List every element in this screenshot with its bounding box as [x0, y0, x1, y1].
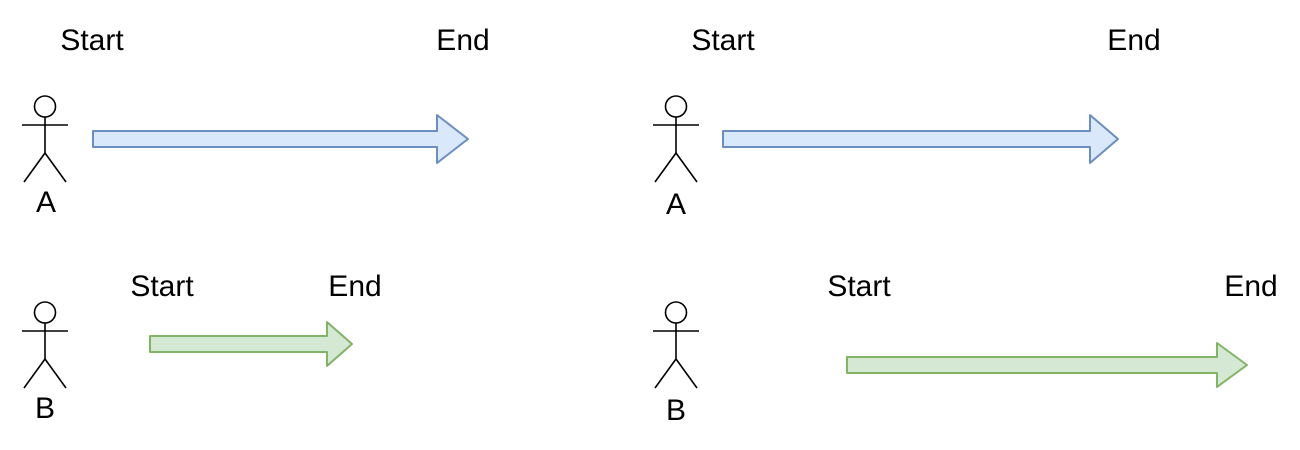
person-icon — [22, 95, 68, 183]
arrow-shape — [149, 321, 353, 367]
duration-arrow — [92, 114, 469, 164]
arrow-shape — [846, 342, 1248, 388]
end-label: End — [436, 24, 490, 57]
person-icon — [653, 95, 699, 183]
actor-label: B — [665, 394, 687, 427]
person-icon — [653, 301, 699, 389]
actor-label: B — [34, 392, 56, 425]
end-label: End — [328, 270, 382, 303]
start-label: Start — [691, 24, 755, 57]
arrow-shape — [92, 114, 469, 164]
duration-arrow — [722, 114, 1119, 164]
arrow-shape — [722, 114, 1119, 164]
duration-arrow — [149, 321, 353, 367]
actor-label: A — [665, 188, 687, 221]
person-icon — [22, 301, 68, 389]
start-label: Start — [130, 270, 194, 303]
duration-arrow — [846, 342, 1248, 388]
start-label: Start — [827, 270, 891, 303]
end-label: End — [1224, 270, 1278, 303]
start-label: Start — [60, 24, 124, 57]
actor-label: A — [35, 186, 57, 219]
end-label: End — [1107, 24, 1161, 57]
